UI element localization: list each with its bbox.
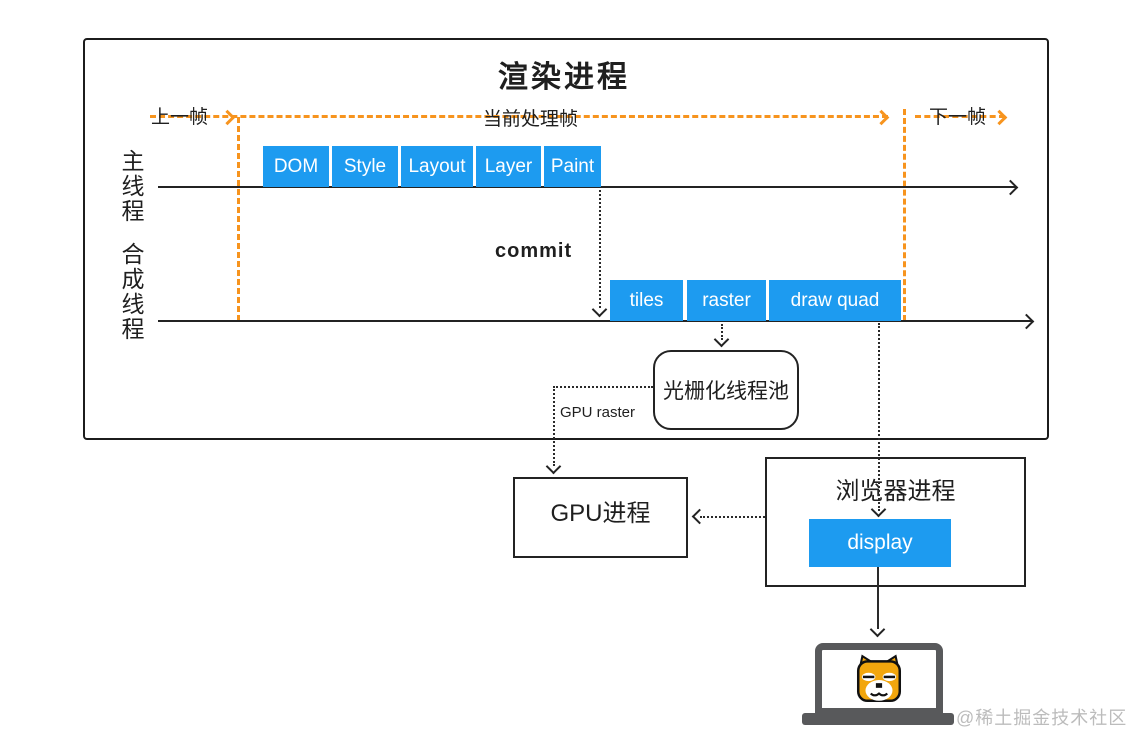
browser-process-label: 浏览器进程 bbox=[835, 478, 956, 505]
laptop-base bbox=[802, 713, 954, 725]
stage-raster: raster bbox=[687, 280, 766, 321]
watermark: @稀土掘金技术社区 bbox=[956, 708, 1128, 728]
browser-to-gpu-dotted-line bbox=[700, 516, 765, 518]
compositor-thread-label: 合成线程 bbox=[121, 241, 145, 342]
next-frame-dashed-line bbox=[915, 115, 1005, 118]
raster-to-pool-dotted-line bbox=[721, 324, 723, 340]
gpu-process-label: GPU进程 bbox=[550, 500, 651, 527]
prev-frame-label: 上一帧 bbox=[151, 107, 209, 128]
display-to-laptop-arrowhead-icon bbox=[869, 621, 886, 638]
raster-pool-box: 光栅化线程池 bbox=[653, 350, 799, 430]
stage-dom: DOM bbox=[263, 146, 329, 187]
stage-draw-quad: draw quad bbox=[769, 280, 901, 321]
doge-icon bbox=[856, 654, 902, 703]
laptop-icon bbox=[815, 643, 943, 715]
next-frame-label: 下一帧 bbox=[929, 107, 987, 128]
drawquad-to-display-dotted-line bbox=[878, 323, 880, 511]
display-to-laptop-line bbox=[877, 567, 879, 629]
commit-label: commit bbox=[495, 240, 573, 262]
compositor-thread-line bbox=[158, 320, 1032, 322]
frame-start-dashed-line bbox=[237, 117, 240, 321]
main-thread-line bbox=[158, 186, 1016, 188]
render-process-box bbox=[83, 38, 1049, 440]
stage-style: Style bbox=[332, 146, 398, 187]
stage-layer: Layer bbox=[476, 146, 541, 187]
gpu-process-box: GPU进程 bbox=[513, 477, 688, 558]
stage-layout: Layout bbox=[401, 146, 473, 187]
commit-dotted-line bbox=[599, 190, 601, 308]
display-box: display bbox=[809, 519, 951, 567]
gpu-raster-dotted-line-v bbox=[553, 386, 555, 466]
stage-tiles: tiles bbox=[610, 280, 683, 321]
main-thread-label: 主线程 bbox=[121, 148, 145, 224]
gpu-raster-dotted-line-h bbox=[553, 386, 653, 388]
gpu-raster-arrowhead-icon bbox=[545, 458, 562, 475]
frame-timeline-dashed-line bbox=[150, 115, 888, 118]
render-process-title: 渲染进程 bbox=[498, 61, 630, 94]
gpu-raster-label: GPU raster bbox=[560, 404, 636, 421]
frame-end-dashed-line bbox=[903, 109, 906, 321]
browser-to-gpu-arrowhead-icon bbox=[691, 508, 708, 525]
stage-paint: Paint bbox=[544, 146, 601, 187]
current-frame-label: 当前处理帧 bbox=[483, 109, 579, 130]
